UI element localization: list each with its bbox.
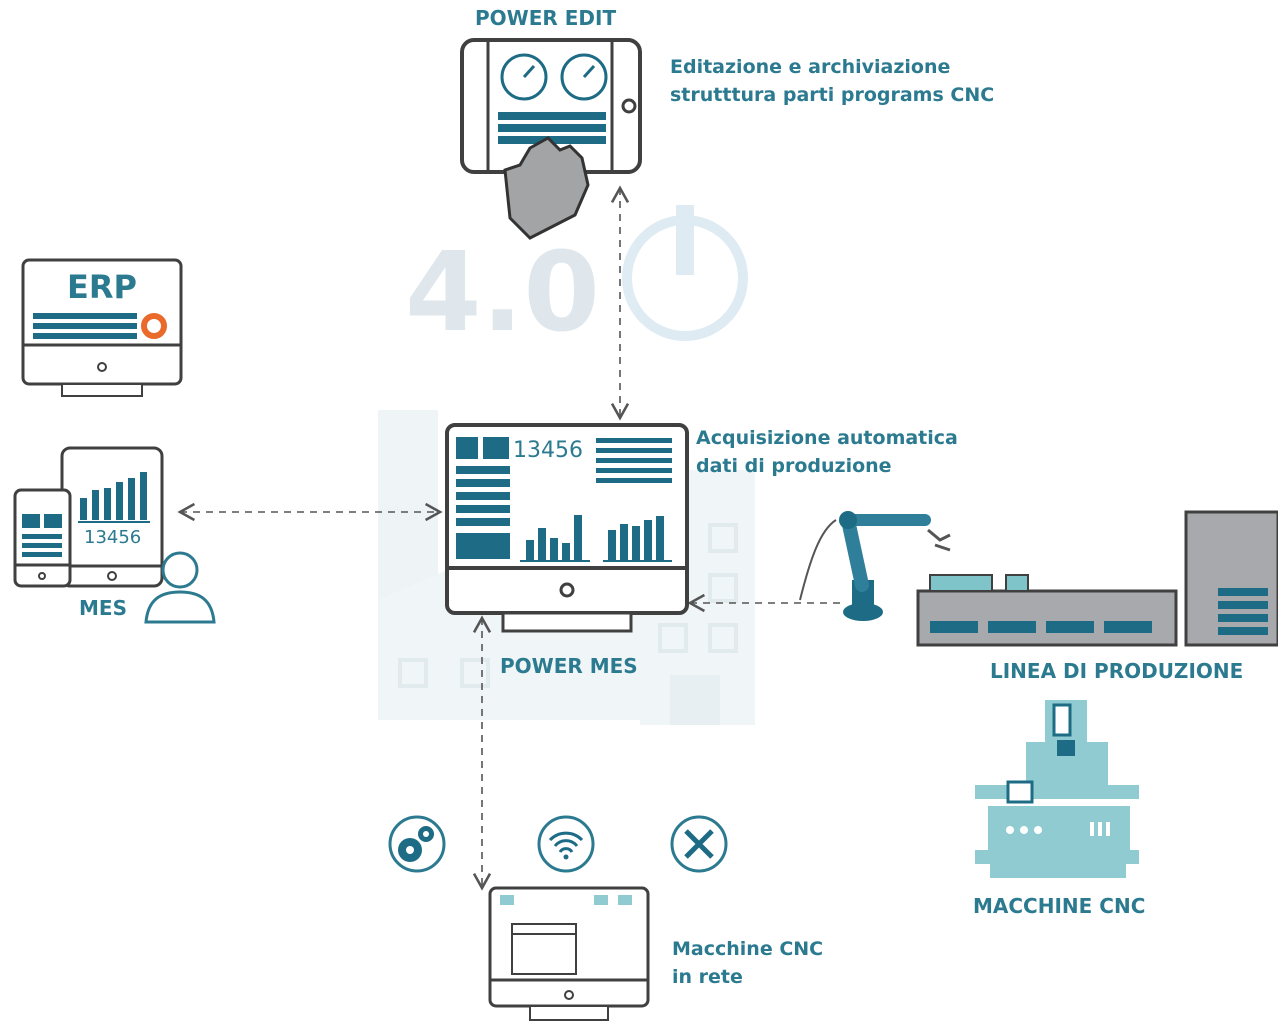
- mes-devices: 13456: [13, 446, 216, 624]
- cnc-machine: [975, 700, 1139, 878]
- rete-desc-2: in rete: [672, 966, 743, 988]
- power-mes-desc-1: Acquisizione automatica: [696, 427, 958, 449]
- power-mes-value: 13456: [513, 438, 583, 463]
- mes-tablet-value: 13456: [84, 527, 141, 548]
- macchine-title: MACCHINE CNC: [973, 894, 1146, 918]
- linea-title: LINEA DI PRODUZIONE: [990, 659, 1244, 683]
- hand-icon: [503, 136, 590, 240]
- power-edit-desc-2: strutttura parti programs CNC: [670, 84, 995, 106]
- power-mes-desc-2: dati di produzione: [696, 455, 892, 477]
- background-badge: 4.0: [405, 228, 600, 356]
- mes-title: MES: [79, 596, 127, 620]
- power-mes-monitor: 13456: [445, 423, 689, 633]
- erp-title: ERP: [67, 268, 137, 306]
- power-mes-title: POWER MES: [500, 654, 638, 678]
- network-monitor: [488, 886, 650, 1021]
- wifi-icon: [537, 815, 595, 873]
- power-edit-title: POWER EDIT: [475, 6, 617, 30]
- rete-desc-1: Macchine CNC: [672, 938, 824, 960]
- production-line: [799, 510, 1278, 647]
- power-edit-desc-1: Editazione e archiviazione: [670, 56, 951, 78]
- robot-arm: [841, 513, 869, 592]
- pie-icon: [141, 313, 167, 339]
- power-edit-tablet: [460, 38, 642, 240]
- tools-icon: [670, 815, 728, 873]
- connectors: [177, 185, 840, 891]
- user-icon: [144, 551, 216, 624]
- gears-icon: [388, 815, 446, 873]
- erp-monitor: ERP: [21, 258, 183, 397]
